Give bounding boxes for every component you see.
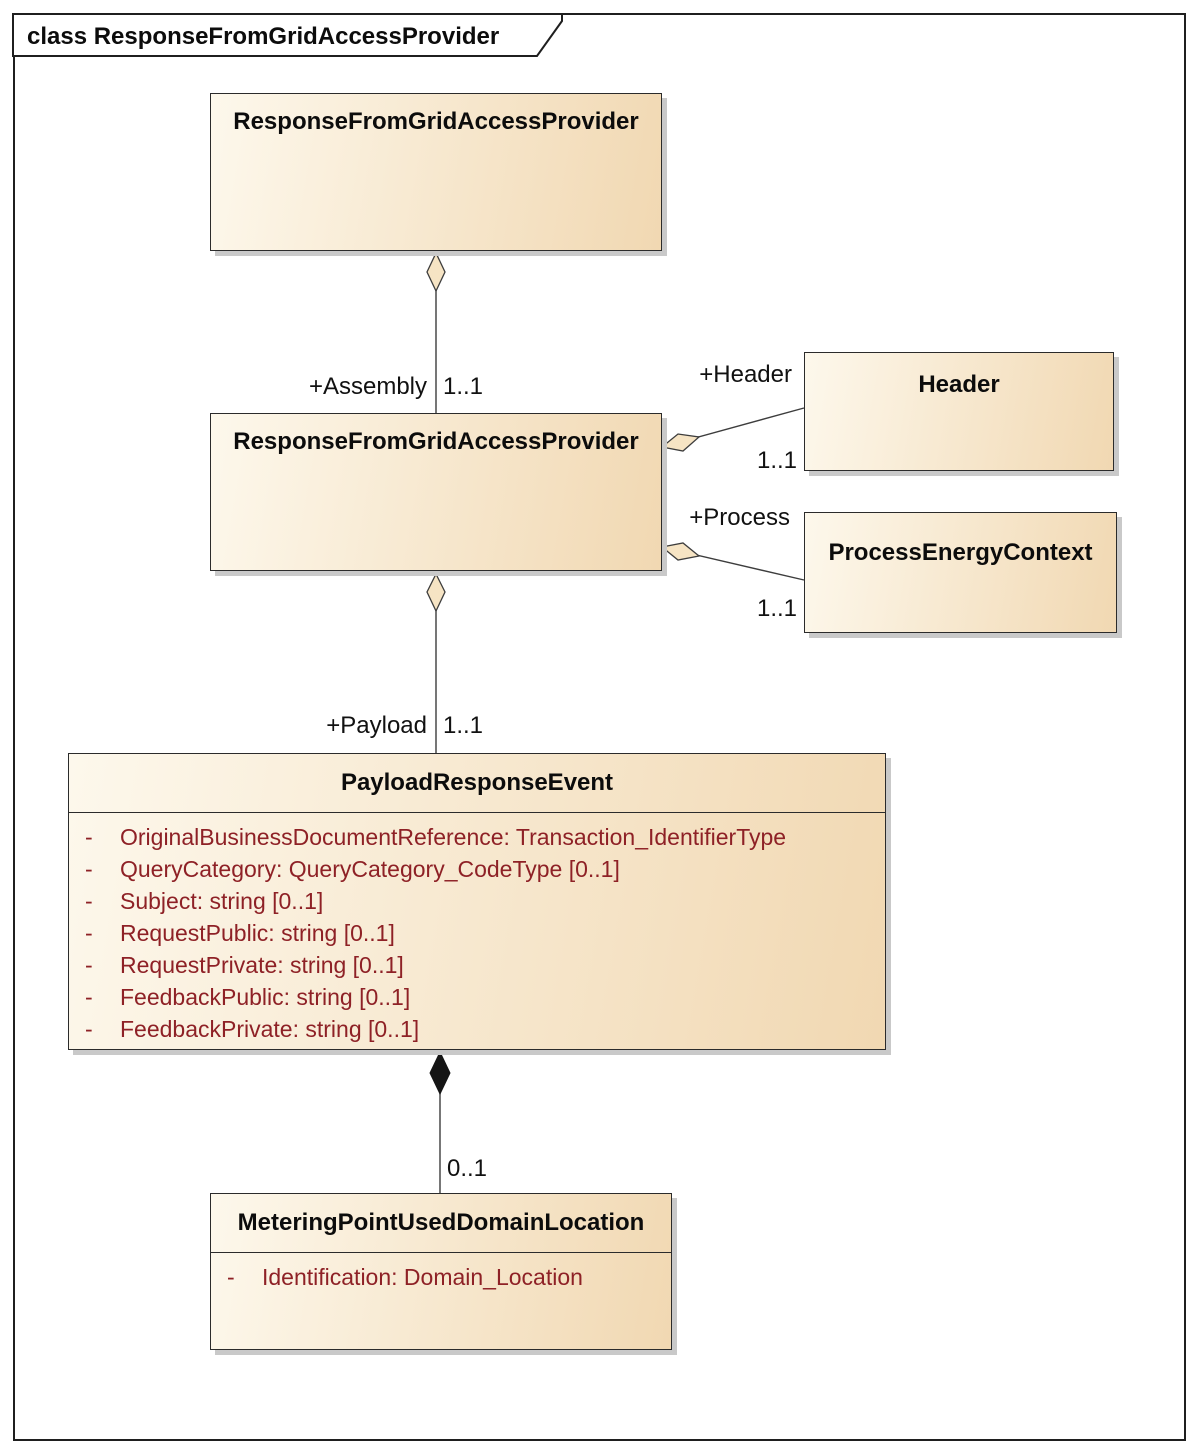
multiplicity-process: 1..1 bbox=[756, 595, 797, 622]
visibility-marker: - bbox=[85, 855, 93, 882]
aggregation-diamond-payload bbox=[426, 572, 446, 613]
class-header[interactable]: Header bbox=[804, 352, 1114, 471]
attribute-row: -Identification: Domain_Location bbox=[211, 1261, 671, 1293]
process-connector[interactable] bbox=[660, 542, 805, 581]
visibility-marker: - bbox=[85, 919, 93, 946]
attribute-row: -Subject: string [0..1] bbox=[69, 885, 885, 917]
attribute-row: -RequestPublic: string [0..1] bbox=[69, 917, 885, 949]
frame-title: class ResponseFromGridAccessProvider bbox=[27, 23, 500, 50]
class-name: ResponseFromGridAccessProvider bbox=[233, 428, 639, 455]
metering-point-connector[interactable] bbox=[429, 1050, 451, 1193]
class-name: ProcessEnergyContext bbox=[828, 539, 1093, 566]
class-response-from-grid-access-provider-top[interactable]: ResponseFromGridAccessProvider bbox=[210, 93, 662, 251]
class-title-compartment: MeteringPointUsedDomainLocation bbox=[211, 1194, 671, 1253]
aggregation-diamond-header bbox=[660, 433, 701, 452]
class-title-compartment: PayloadResponseEvent bbox=[69, 754, 885, 813]
class-name: Header bbox=[918, 371, 1000, 398]
role-label-payload: +Payload bbox=[326, 712, 427, 739]
class-name: PayloadResponseEvent bbox=[340, 769, 614, 796]
attributes-compartment: -OriginalBusinessDocumentReference: Tran… bbox=[69, 813, 885, 1045]
attribute-text: OriginalBusinessDocumentReference: Trans… bbox=[120, 823, 787, 850]
attribute-text: FeedbackPublic: string [0..1] bbox=[120, 983, 411, 1010]
multiplicity-header: 1..1 bbox=[756, 447, 797, 474]
frame-title-tab bbox=[12, 13, 563, 57]
visibility-marker: - bbox=[85, 1015, 93, 1042]
class-name: ResponseFromGridAccessProvider bbox=[233, 108, 639, 135]
attribute-row: -FeedbackPrivate: string [0..1] bbox=[69, 1013, 885, 1045]
class-payload-response-event[interactable]: PayloadResponseEvent -OriginalBusinessDo… bbox=[68, 753, 886, 1050]
attribute-row: -RequestPrivate: string [0..1] bbox=[69, 949, 885, 981]
payload-connector[interactable] bbox=[426, 572, 446, 753]
visibility-marker: - bbox=[227, 1263, 235, 1290]
header-connector[interactable] bbox=[660, 407, 805, 452]
attribute-text: FeedbackPrivate: string [0..1] bbox=[120, 1015, 420, 1042]
role-label-header: +Header bbox=[699, 361, 792, 388]
class-name: MeteringPointUsedDomainLocation bbox=[237, 1209, 645, 1236]
class-metering-point-used-domain-location[interactable]: MeteringPointUsedDomainLocation -Identif… bbox=[210, 1193, 672, 1350]
class-process-energy-context[interactable]: ProcessEnergyContext bbox=[804, 512, 1117, 633]
aggregation-diamond-process bbox=[660, 542, 701, 561]
role-label-process: +Process bbox=[689, 504, 790, 531]
visibility-marker: - bbox=[85, 983, 93, 1010]
visibility-marker: - bbox=[85, 823, 93, 850]
composition-diamond-metering-point bbox=[429, 1050, 451, 1096]
attribute-text: RequestPublic: string [0..1] bbox=[120, 919, 395, 946]
class-response-from-grid-access-provider-detail[interactable]: ResponseFromGridAccessProvider bbox=[210, 413, 662, 571]
attribute-text: RequestPrivate: string [0..1] bbox=[120, 951, 404, 978]
visibility-marker: - bbox=[85, 951, 93, 978]
attribute-row: -FeedbackPublic: string [0..1] bbox=[69, 981, 885, 1013]
assembly-connector[interactable] bbox=[426, 251, 446, 413]
multiplicity-assembly: 1..1 bbox=[443, 373, 484, 400]
attributes-compartment: -Identification: Domain_Location bbox=[211, 1253, 671, 1293]
aggregation-diamond-assembly bbox=[426, 251, 446, 293]
attribute-row: -QueryCategory: QueryCategory_CodeType [… bbox=[69, 853, 885, 885]
visibility-marker: - bbox=[85, 887, 93, 914]
multiplicity-metering-point: 0..1 bbox=[447, 1155, 488, 1182]
attribute-text: Subject: string [0..1] bbox=[120, 887, 324, 914]
attribute-text: Identification: Domain_Location bbox=[262, 1263, 583, 1290]
multiplicity-payload: 1..1 bbox=[443, 712, 484, 739]
attribute-row: -OriginalBusinessDocumentReference: Tran… bbox=[69, 821, 885, 853]
attribute-text: QueryCategory: QueryCategory_CodeType [0… bbox=[120, 855, 620, 882]
role-label-assembly: +Assembly bbox=[308, 373, 427, 400]
